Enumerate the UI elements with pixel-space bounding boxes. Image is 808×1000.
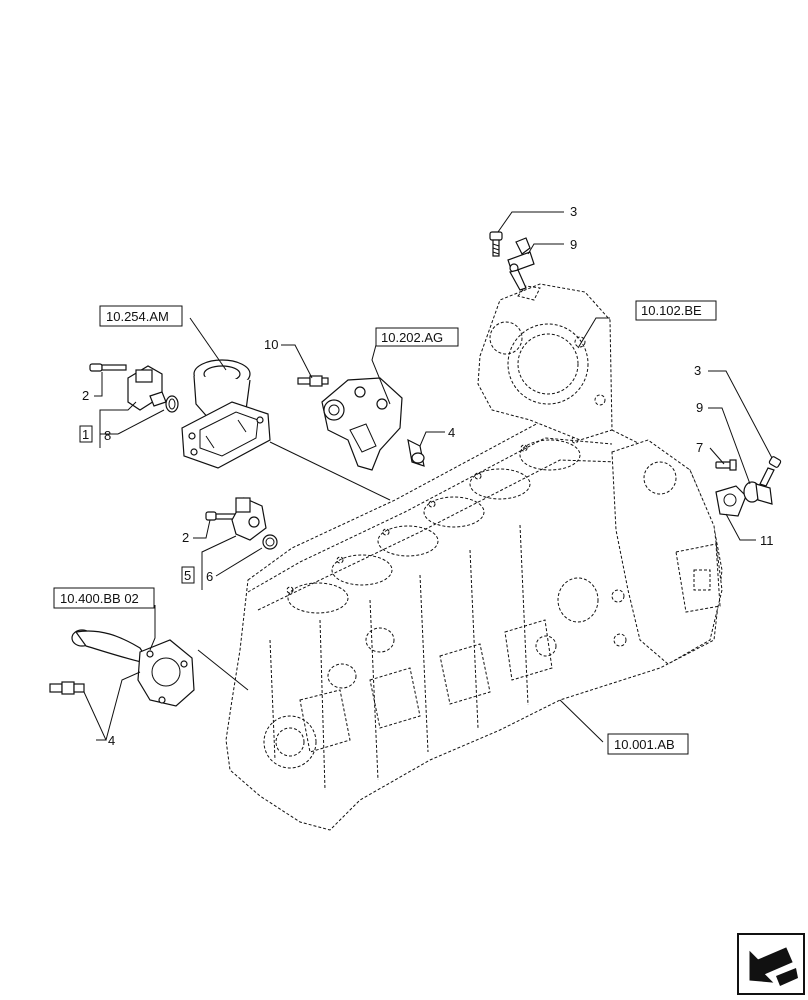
callout-4-middle: 4 <box>448 425 455 440</box>
callout-3-top: 3 <box>570 204 577 219</box>
leader-lines <box>83 211 773 743</box>
callout-1: 1 <box>82 427 89 442</box>
reference-10-202-ag[interactable]: 10.202.AG <box>381 330 443 345</box>
bolt-part-2-lower <box>205 511 237 521</box>
sensor-part-4-bottom <box>49 681 85 695</box>
bolt-part-2-upper <box>89 363 127 372</box>
speed-sensor-part-9-top <box>507 237 535 291</box>
callout-6: 6 <box>206 569 213 584</box>
filter-head-assembly <box>321 377 403 471</box>
o-ring-part-8 <box>165 395 179 413</box>
bolt-part-3-top <box>489 231 503 257</box>
callout-3-right: 3 <box>694 363 701 378</box>
bolt-part-7 <box>715 459 737 471</box>
callout-5: 5 <box>184 568 191 583</box>
temperature-sender-part-10 <box>297 375 329 387</box>
pressure-sensor-lower <box>231 497 267 541</box>
pressure-sensor-upper <box>127 365 167 411</box>
callout-2-upper: 2 <box>82 388 89 403</box>
thermostat-elbow-housing <box>181 359 271 469</box>
sensor-part-4-middle <box>407 438 425 467</box>
reference-10-102-be[interactable]: 10.102.BE <box>641 303 702 318</box>
reference-10-001-ab[interactable]: 10.001.AB <box>614 737 675 752</box>
coolant-pipe-assembly <box>71 629 195 707</box>
callout-numbers: 3 9 10 4 2 8 1 2 6 5 3 9 7 11 4 <box>79 204 774 748</box>
callout-7: 7 <box>696 440 703 455</box>
engine-block <box>225 283 723 831</box>
callout-4-bottom: 4 <box>108 733 115 748</box>
bolt-part-3-right <box>759 456 782 487</box>
callout-11: 11 <box>760 533 774 548</box>
callout-9-right: 9 <box>696 400 703 415</box>
reference-10-400-bb-02[interactable]: 10.400.BB 02 <box>60 591 139 606</box>
reference-labels[interactable]: 10.254.AM 10.202.AG 10.102.BE 10.400.BB … <box>53 300 717 755</box>
callout-2-lower: 2 <box>182 530 189 545</box>
gasket-part-11 <box>715 485 747 517</box>
callout-8: 8 <box>104 428 111 443</box>
callout-10: 10 <box>264 337 278 352</box>
o-ring-part-6 <box>262 534 278 550</box>
next-page-arrow-icon[interactable] <box>737 933 805 995</box>
callout-box-1 <box>79 425 93 443</box>
speed-sensor-part-9-right <box>743 481 773 505</box>
callout-box-5 <box>181 566 195 584</box>
callout-9-top: 9 <box>570 237 577 252</box>
reference-10-254-am[interactable]: 10.254.AM <box>106 309 169 324</box>
